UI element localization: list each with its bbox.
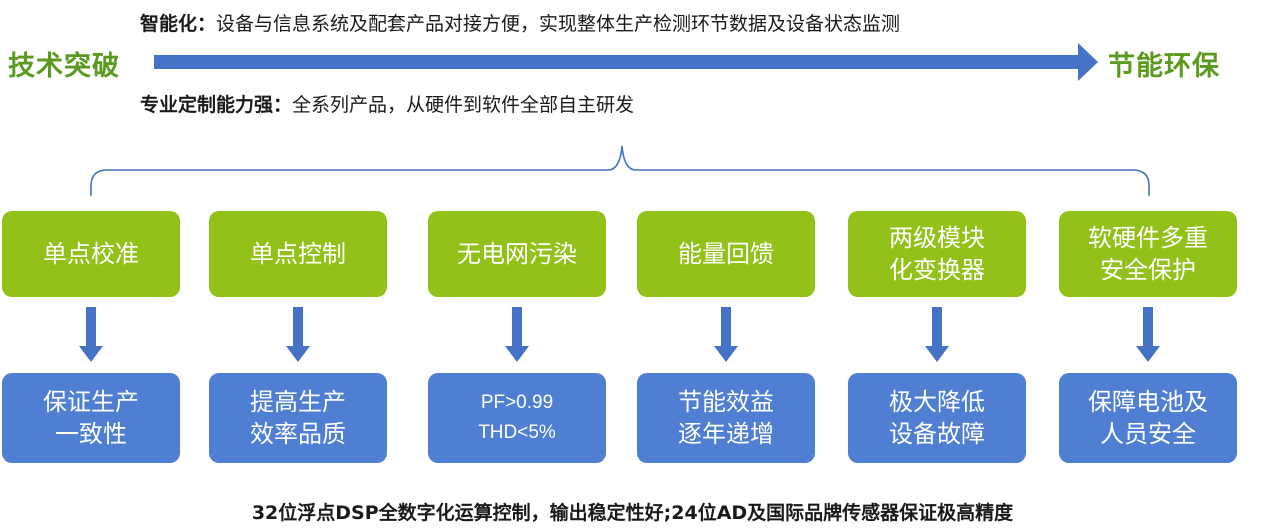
benefit-text: 保证生产 一致性 xyxy=(43,388,139,448)
feature-box-energy-feedback: 能量回馈 xyxy=(637,211,815,297)
benefit-box-reduce-failures: 极大降低 设备故障 xyxy=(848,373,1026,463)
feature-title: 单点控制 xyxy=(250,240,346,268)
down-arrow xyxy=(925,307,949,362)
feature-title: 单点校准 xyxy=(43,240,139,268)
benefit-text: 保障电池及 人员安全 xyxy=(1088,388,1208,448)
feature-title: 无电网污染 xyxy=(457,240,577,268)
custom-feature-text: 全系列产品，从硬件到软件全部自主研发 xyxy=(292,94,635,116)
main-arrow xyxy=(154,43,1098,81)
arrow-left-label: 技术突破 xyxy=(8,51,120,82)
smart-feature-text: 设备与信息系统及配套产品对接方便，实现整体生产检测环节数据及设备状态监测 xyxy=(216,13,901,35)
down-arrow xyxy=(1136,307,1160,362)
feature-box-no-grid-pollution: 无电网污染 xyxy=(428,211,606,297)
down-arrow xyxy=(79,307,103,362)
down-arrows xyxy=(79,307,1160,362)
benefit-text: 节能效益 逐年递增 xyxy=(678,388,774,448)
smart-feature-label: 智能化： xyxy=(140,13,217,35)
feature-box-single-point-calibration: 单点校准 xyxy=(2,211,180,297)
benefit-box-consistency: 保证生产 一致性 xyxy=(2,373,180,463)
arrow-right-label: 节能环保 xyxy=(1108,51,1220,82)
group-brace xyxy=(90,145,1150,196)
feature-title: 两级模块 化变换器 xyxy=(889,224,985,284)
benefit-box-power-factor: PF>0.99 THD<5% xyxy=(428,373,606,463)
feature-title: 能量回馈 xyxy=(678,240,774,268)
feature-box-single-point-control: 单点控制 xyxy=(209,211,387,297)
benefit-box-efficiency-quality: 提高生产 效率品质 xyxy=(209,373,387,463)
benefit-text: PF>0.99 THD<5% xyxy=(478,392,556,443)
custom-feature-label: 专业定制能力强： xyxy=(140,94,293,116)
feature-box-two-stage-converter: 两级模块 化变换器 xyxy=(848,211,1026,297)
benefit-text: 极大降低 设备故障 xyxy=(889,388,985,448)
benefit-box-energy-saving: 节能效益 逐年递增 xyxy=(637,373,815,463)
footer-summary: 32位浮点DSP全数字化运算控制，输出稳定性好;24位AD及国际品牌传感器保证极… xyxy=(251,502,1014,524)
smart-feature-line: 智能化：设备与信息系统及配套产品对接方便，实现整体生产检测环节数据及设备状态监测 xyxy=(140,9,900,36)
down-arrow xyxy=(714,307,738,362)
down-arrow xyxy=(286,307,310,362)
custom-feature-line: 专业定制能力强：全系列产品，从硬件到软件全部自主研发 xyxy=(140,90,634,117)
benefit-text: 提高生产 效率品质 xyxy=(250,388,346,448)
feature-title: 软硬件多重 安全保护 xyxy=(1088,224,1208,284)
benefit-box-safety: 保障电池及 人员安全 xyxy=(1059,373,1237,463)
feature-box-multi-protection: 软硬件多重 安全保护 xyxy=(1059,211,1237,297)
down-arrow xyxy=(505,307,529,362)
